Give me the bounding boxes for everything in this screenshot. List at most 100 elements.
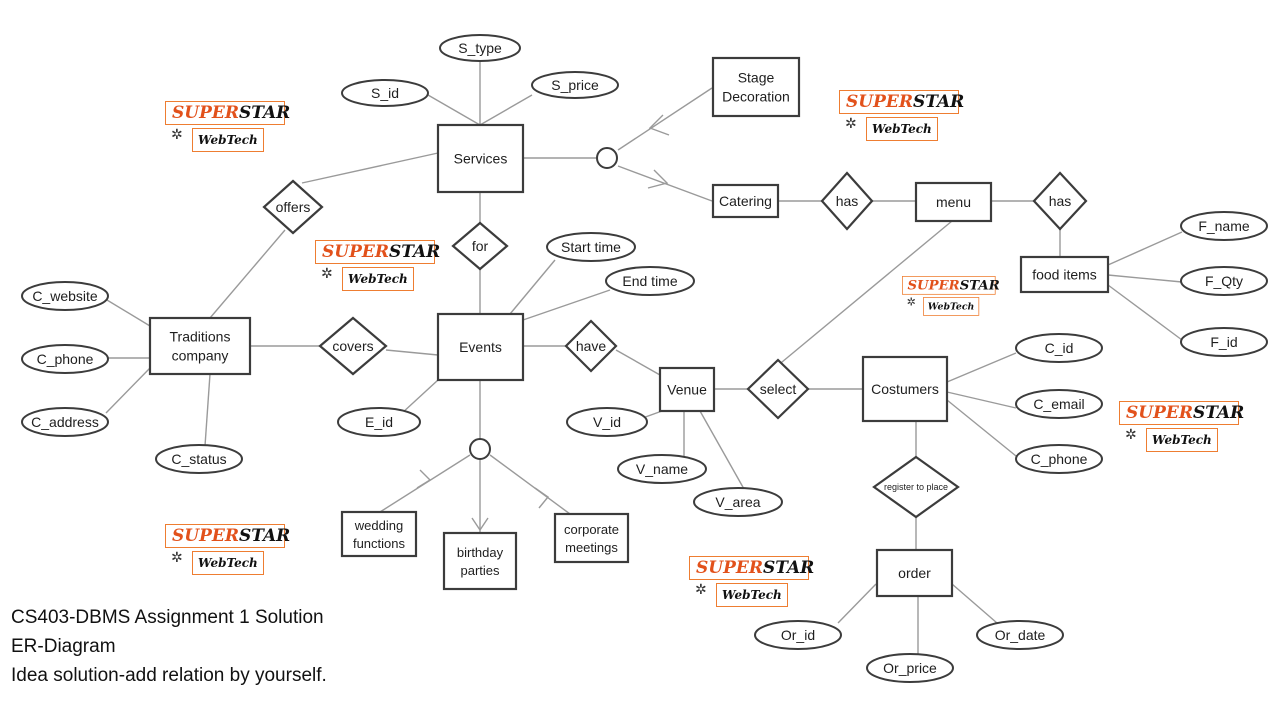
watermark-super: SUPER <box>846 92 913 112</box>
spider-web-icon: ✲ <box>906 295 916 308</box>
entity-box <box>875 548 954 598</box>
entity-box <box>711 56 801 118</box>
relationship-label: register to place <box>884 482 948 492</box>
relationship-has-catering-menu: has <box>820 171 874 231</box>
watermark-super: SUPER <box>172 526 239 546</box>
attribute-label: C_status <box>171 451 226 467</box>
entity-venue: Venue <box>658 366 716 413</box>
attribute-label: S_type <box>458 40 502 56</box>
diagram-shapes <box>469 147 618 460</box>
attribute-s-id: S_id <box>341 79 429 107</box>
watermark-webtech: WebTech <box>716 583 788 607</box>
entity-label: order <box>898 565 931 581</box>
connector-lines <box>101 62 1183 656</box>
entity-box <box>148 316 252 376</box>
attribute-v-name: V_name <box>617 454 707 484</box>
entity-box <box>436 123 525 194</box>
entity-order: order <box>875 548 954 598</box>
attribute-ellipse <box>566 407 648 437</box>
attribute-label: F_name <box>1198 218 1250 234</box>
relationship-select: select <box>746 358 810 420</box>
attribute-or-id: Or_id <box>754 620 842 650</box>
watermark-webtech: WebTech <box>192 128 264 152</box>
spider-web-icon: ✲ <box>171 549 183 565</box>
attribute-label: F_Qty <box>1205 273 1243 289</box>
attribute-c-website: C_website <box>21 281 109 311</box>
caption-line-1: CS403-DBMS Assignment 1 Solution <box>11 607 324 628</box>
relationship-register-to-place: register to place <box>872 455 960 519</box>
attribute-ellipse <box>866 653 954 683</box>
entity-services: Services <box>436 123 525 194</box>
attribute-c-phone-customer: C_phone <box>1015 444 1103 474</box>
attribute-label: V_area <box>715 494 760 510</box>
entity-box <box>914 181 993 223</box>
watermark-star: STAR <box>762 558 815 578</box>
attribute-c-status: C_status <box>155 444 243 474</box>
relationship-diamond <box>564 319 618 373</box>
attribute-s-price: S_price <box>531 71 619 99</box>
attribute-ellipse <box>1015 444 1103 474</box>
entity-label: Costumers <box>871 381 939 397</box>
relationship-label: have <box>576 338 607 354</box>
watermark-webtech: WebTech <box>192 551 264 575</box>
relationship-diamond <box>318 316 388 376</box>
relationship-for: for <box>451 221 509 271</box>
spider-web-icon: ✲ <box>321 265 333 281</box>
attribute-end-time: End time <box>605 266 695 296</box>
entity-label: Venue <box>667 382 707 398</box>
relationship-label: for <box>472 238 489 254</box>
entity-food-items: food items <box>1019 255 1110 294</box>
attribute-label: S_id <box>371 85 399 101</box>
attribute-ellipse <box>693 487 783 517</box>
attribute-f-name: F_name <box>1180 211 1268 241</box>
watermark-webtech: WebTech <box>1146 428 1218 452</box>
attribute-label: Or_price <box>883 660 937 676</box>
watermark-star: STAR <box>912 92 965 112</box>
isa-circle-services <box>596 147 618 169</box>
entity-box <box>861 355 949 423</box>
relationship-label: select <box>760 381 797 397</box>
attribute-ellipse <box>337 407 421 437</box>
attribute-label: Start time <box>561 239 621 255</box>
entity-costumers: Costumers <box>861 355 949 423</box>
watermark-star: STAR <box>388 242 441 262</box>
relationship-covers: covers <box>318 316 388 376</box>
relationship-diamond <box>872 455 960 519</box>
attribute-ellipse <box>1015 333 1103 363</box>
watermark-webtech: WebTech <box>342 267 414 291</box>
entity-box <box>711 183 780 219</box>
entity-label: Events <box>459 339 502 355</box>
spider-web-icon: ✲ <box>695 581 707 597</box>
attribute-label: F_id <box>1210 334 1237 350</box>
attribute-label: C_address <box>31 414 99 430</box>
attribute-or-price: Or_price <box>866 653 954 683</box>
attribute-or-date: Or_date <box>976 620 1064 650</box>
entity-box <box>436 312 525 382</box>
attribute-ellipse <box>1180 266 1268 296</box>
attribute-v-area: V_area <box>693 487 783 517</box>
entity-box <box>442 531 518 591</box>
attribute-ellipse <box>21 344 109 374</box>
relationship-diamond <box>746 358 810 420</box>
attribute-ellipse <box>976 620 1064 650</box>
caption-line-2: ER-Diagram <box>11 636 116 657</box>
relationship-label: has <box>1049 193 1072 209</box>
attribute-f-qty: F_Qty <box>1180 266 1268 296</box>
attribute-label: C_phone <box>37 351 94 367</box>
attribute-ellipse <box>546 232 636 262</box>
attribute-c-id: C_id <box>1015 333 1103 363</box>
attribute-ellipse <box>439 34 521 62</box>
relationship-has-menu-food: has <box>1032 171 1088 231</box>
attribute-f-id: F_id <box>1180 327 1268 357</box>
entity-label: food items <box>1032 267 1097 283</box>
watermark-webtech: WebTech <box>866 117 938 141</box>
entity-label: Services <box>454 151 508 167</box>
